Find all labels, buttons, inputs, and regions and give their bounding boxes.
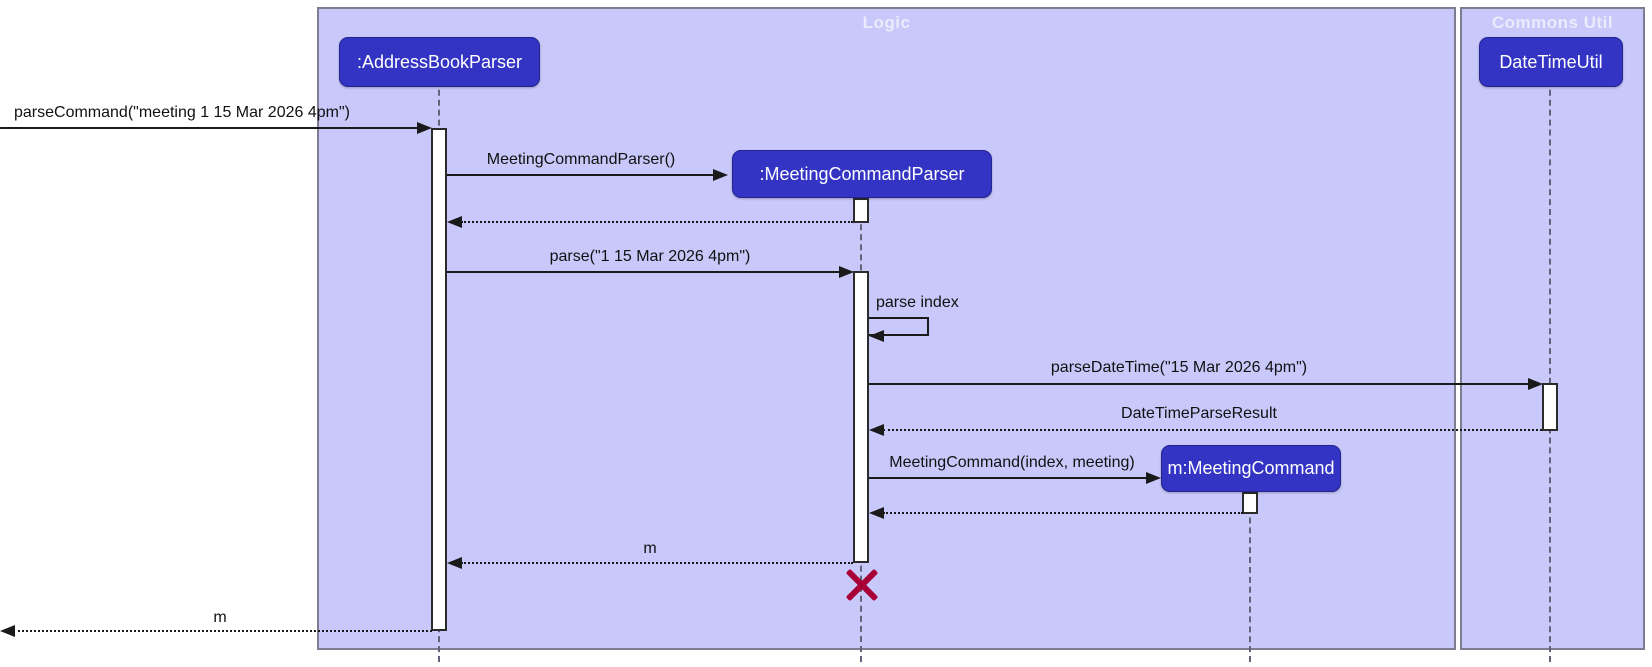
activation-meetingcommand bbox=[1242, 492, 1258, 514]
activation-datetimeutil bbox=[1542, 383, 1558, 431]
message-parse-label: parse("1 15 Mar 2026 4pm") bbox=[549, 248, 751, 265]
participant-datetimeutil: DateTimeUtil bbox=[1479, 37, 1623, 87]
arrowhead-left-icon bbox=[0, 625, 15, 637]
arrowhead-left-icon bbox=[447, 557, 462, 569]
activation-meetingcommandparser-parse bbox=[853, 271, 869, 563]
frame-commons-util: Commons Util bbox=[1460, 7, 1645, 650]
message-return-command-line bbox=[883, 512, 1243, 514]
participant-meetingcommandparser: :MeetingCommandParser bbox=[732, 150, 992, 198]
message-parse-index-label: parse index bbox=[876, 294, 959, 311]
arrowhead-right-icon bbox=[1146, 472, 1161, 484]
lifeline-datetimeutil bbox=[1549, 60, 1551, 662]
activation-meetingcommandparser-constructor bbox=[853, 198, 869, 223]
message-parse-line bbox=[447, 271, 841, 273]
message-create-parser-line bbox=[447, 174, 715, 176]
arrowhead-left-icon bbox=[447, 216, 462, 228]
message-create-command-line bbox=[869, 477, 1148, 479]
participant-meetingcommand-label: m:MeetingCommand bbox=[1167, 458, 1335, 478]
arrowhead-left-icon bbox=[869, 507, 884, 519]
participant-addressbookparser: :AddressBookParser bbox=[339, 37, 540, 87]
participant-meetingcommand: m:MeetingCommand bbox=[1161, 445, 1341, 492]
arrowhead-right-icon bbox=[839, 266, 854, 278]
message-parsecommand-label: parseCommand("meeting 1 15 Mar 2026 4pm"… bbox=[14, 104, 350, 121]
arrowhead-left-icon bbox=[869, 424, 884, 436]
message-parse-index-self-loop bbox=[869, 317, 929, 336]
arrowhead-right-icon bbox=[1528, 378, 1543, 390]
message-parsecommand-line bbox=[0, 127, 420, 129]
message-parsedatetime-label: parseDateTime("15 Mar 2026 4pm") bbox=[1050, 359, 1308, 376]
participant-datetimeutil-label: DateTimeUtil bbox=[1499, 51, 1603, 72]
message-return-m-outer-line bbox=[13, 630, 432, 632]
message-parsedatetime-line bbox=[869, 383, 1530, 385]
arrowhead-right-icon bbox=[417, 122, 432, 134]
message-return-m-inner-line bbox=[461, 562, 853, 564]
message-create-command-label: MeetingCommand(index, meeting) bbox=[889, 454, 1135, 471]
frame-logic: Logic bbox=[317, 7, 1456, 650]
participant-addressbookparser-label: :AddressBookParser bbox=[356, 51, 523, 72]
frame-commons-util-title: Commons Util bbox=[1491, 13, 1614, 32]
message-return-create-line bbox=[461, 221, 853, 223]
message-datetimeparseresult-label: DateTimeParseResult bbox=[1121, 405, 1277, 422]
message-create-parser-label: MeetingCommandParser() bbox=[486, 151, 676, 168]
arrowhead-right-icon bbox=[713, 169, 728, 181]
lifeline-meetingcommand bbox=[1249, 468, 1251, 662]
arrowhead-left-icon bbox=[869, 330, 884, 342]
frame-logic-title: Logic bbox=[862, 13, 911, 32]
participant-meetingcommandparser-label: :MeetingCommandParser bbox=[759, 163, 965, 184]
activation-addressbookparser bbox=[431, 128, 447, 631]
message-datetimeparseresult-line bbox=[883, 429, 1542, 431]
message-return-m-inner-label: m bbox=[643, 540, 657, 557]
message-return-m-outer-label: m bbox=[213, 609, 227, 626]
